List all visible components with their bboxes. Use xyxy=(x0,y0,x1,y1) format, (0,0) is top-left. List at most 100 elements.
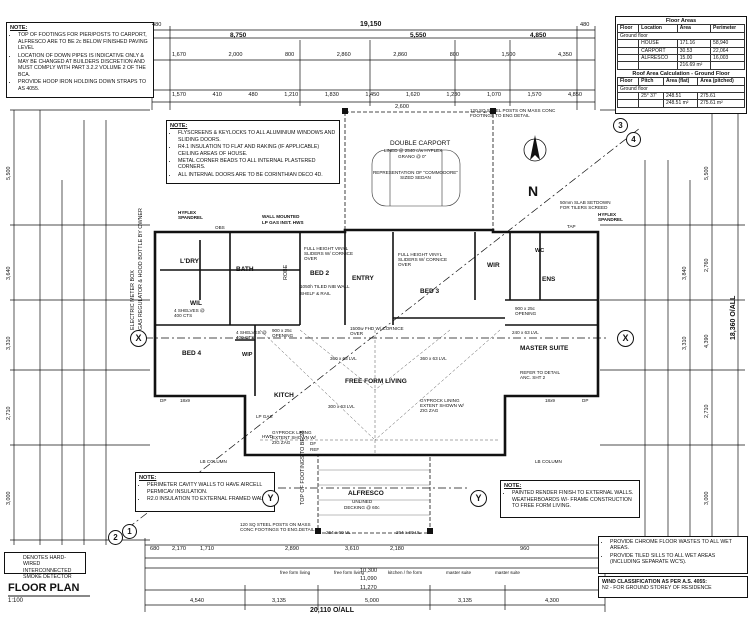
house-outer-walls xyxy=(153,228,600,457)
dim-bottom-1710: 1,710 xyxy=(200,546,214,552)
table-header: Floor xyxy=(616,24,640,33)
lp-gas-label: LP GAS xyxy=(256,414,273,419)
wall-mounted-label: WALL MOUNTED xyxy=(262,214,300,219)
render-note-item: PAINTED RENDER FINISH TO EXTERNAL WALLS.… xyxy=(512,490,636,509)
vaulted-ceiling-lines xyxy=(259,329,501,455)
chrome-note-item: PROVIDE TILED SILLS TO ALL WET AREAS (IN… xyxy=(610,553,744,566)
table-header: Area (flat) xyxy=(662,77,699,86)
ref-label: REF xyxy=(310,447,320,452)
top-note-item: PROVIDE HOOP IRON HOLDING DOWN STRAPS TO… xyxy=(18,79,150,92)
table-header: Area xyxy=(676,24,712,33)
section-marker-y-right: Y xyxy=(470,490,487,507)
hwd-label: HWD xyxy=(262,434,273,439)
car-representation-label: REPRESENTATION OF "COMMODORE" SIZED SEDA… xyxy=(372,170,458,180)
render-note-title: NOTE: xyxy=(504,483,522,489)
downpipe-left-label: DP xyxy=(160,398,167,403)
hyflex-spandrel-right: HYFLEX SPANDREL xyxy=(598,212,623,222)
chrome-note-box: PROVIDE CHROME FLOOR WASTES TO ALL WET A… xyxy=(598,536,748,574)
opening-right-label: 900 x 25c OPENING xyxy=(515,306,537,316)
window-master-label: 18x9 xyxy=(545,398,555,403)
wip-shelves-label: 4 SHELVES @ 400 CTS xyxy=(236,330,267,340)
beam-label: 360 x 63 LVL xyxy=(420,356,447,361)
roof-areas-table: Floor Pitch Area (flat) Area (pitched) G… xyxy=(616,77,745,108)
dim-right-3840: 3,840 xyxy=(682,266,688,281)
alfresco-beam-label: 264 x 60 UL xyxy=(396,530,421,535)
alfresco-outline xyxy=(317,454,431,534)
left-dimension-lines xyxy=(10,109,150,545)
dim-top-480-right: 480 xyxy=(580,22,590,28)
carport-posts xyxy=(342,108,496,114)
wind-classification-box: WIND CLASSIFICATION AS PER A.S. 4055: N2… xyxy=(598,576,748,598)
refer-detail-label: REFER TO DETAIL ANC. SHT 2 xyxy=(520,370,560,380)
smoke-detector-text: DENOTES HARD-WIRED INTERCONNECTED SMOKE … xyxy=(23,555,72,581)
room-free-form-living: FREE FORM LIVING xyxy=(345,378,407,385)
df-label: DF xyxy=(310,441,317,446)
perimeter-note-item: PERIMETER CAVITY WALLS TO HAVE AIRCELL P… xyxy=(147,482,271,495)
section-lines xyxy=(127,127,641,529)
dim-left-2710: 2,710 xyxy=(6,406,12,421)
floor-areas-table: Floor Location Area Perimeter Ground flo… xyxy=(616,24,745,70)
dim-right-4390: 4,390 xyxy=(704,334,710,349)
alfresco-decking: DECKING @ 60c xyxy=(344,505,380,510)
dim-left-5500: 5,500 xyxy=(6,166,12,181)
section-marker-x-right: X xyxy=(617,330,634,347)
dim-top-overall: 19,150 xyxy=(360,21,382,28)
section-marker-4: 4 xyxy=(626,132,641,147)
room-ensuite: ENS xyxy=(542,276,556,283)
tap-label: TAP xyxy=(567,224,576,229)
render-note-box: NOTE: PAINTED RENDER FINISH TO EXTERNAL … xyxy=(500,480,640,518)
smoke-detector-legend: DENOTES HARD-WIRED INTERCONNECTED SMOKE … xyxy=(4,552,86,580)
beam-label: 300 x 63 LVL xyxy=(328,404,355,409)
dim-bottom-3135-b: 3,135 xyxy=(458,598,472,604)
top-footings-label: TOP OF FOOTINGS TO BE 25 xyxy=(300,430,306,506)
north-arrow xyxy=(523,135,547,162)
table-group: Ground floor xyxy=(617,31,745,41)
opening-left-label: 900 x 25c OPENING xyxy=(272,328,294,338)
gas-regulator-label: GAS REGULATOR & HOOD BOTTLE BY OWNER xyxy=(138,208,144,330)
dim-top-5550: 5,550 xyxy=(410,32,427,39)
floor-plan-scale: 1:100 xyxy=(8,598,24,604)
room-alfresco: ALFRESCO xyxy=(348,490,384,497)
dim-bottom-2170: 2,170 xyxy=(172,546,186,552)
chrome-note-item: PROVIDE CHROME FLOOR WASTES TO ALL WET A… xyxy=(610,539,744,552)
wil-shelves-label: 4 SHELVES @ 400 CTS xyxy=(174,308,205,318)
table-header: Floor xyxy=(616,77,640,86)
mid-note-item: R4.1 INSULATION TO FLAT AND RAKING (IF A… xyxy=(178,144,336,157)
dim-bottom-4540: 4,540 xyxy=(190,598,204,604)
dim-row-b: 1,570 410 480 1,210 1,830 1,450 1,620 1,… xyxy=(172,92,582,98)
top-note-item: LOCATION OF DOWN PIPES IS INDICATIVE ONL… xyxy=(18,53,150,79)
dim-bottom-11090: 11,090 xyxy=(360,576,377,582)
mid-note-item: METAL CORNER BEADS TO ALL INTERNAL PLAST… xyxy=(178,158,336,171)
lb-column-left: LB COLUMN xyxy=(200,459,227,464)
section-marker-2: 2 xyxy=(108,530,123,545)
floor-plan-title: FLOOR PLAN xyxy=(8,582,80,594)
gas-hws-label: LP GAS INST. HWS xyxy=(262,220,304,225)
areas-panel: Floor Areas Floor Location Area Perimete… xyxy=(615,16,747,114)
roof-areas-title: Roof Area Calculation - Ground Floor xyxy=(632,70,730,77)
perimeter-note-item: R2.0 INSULATION TO EXTERNAL FRAMED WALLS… xyxy=(147,496,271,502)
alfresco-decking xyxy=(318,469,430,516)
alfresco-posts-label: 120 SQ STEEL POSTS ON MASS CONC FOOTINGS… xyxy=(240,522,315,532)
hyflex-spandrel-left: HYFLEX SPANDREL xyxy=(178,210,203,220)
window-bed4-label: 18x9 xyxy=(180,398,190,403)
dim-left-3640: 3,640 xyxy=(6,266,12,281)
mid-notes-title: NOTE: xyxy=(170,123,188,129)
alfresco-posts xyxy=(315,528,433,534)
slab-setdown-label: 50mm SLAB SETDOWN FOR TILERS SCREED xyxy=(560,200,611,210)
section-marker-3: 3 xyxy=(613,118,628,133)
table-row: 216.69 m² xyxy=(616,61,745,70)
beam-label: 360 x 63 LVL xyxy=(330,356,357,361)
section-marker-1: 1 xyxy=(122,524,137,539)
shelf-rail-label: SHELF & RAIL xyxy=(300,291,331,296)
room-entry: ENTRY xyxy=(352,275,374,282)
house-internal-walls xyxy=(155,232,598,396)
room-bed-2: BED 2 xyxy=(310,270,330,277)
table-header: Area (pitched) xyxy=(697,77,745,86)
carport-label: DOUBLE CARPORT xyxy=(390,140,451,147)
dim-bottom-3135-a: 3,135 xyxy=(272,598,286,604)
alfresco-beam-label: 264 x 60 UL xyxy=(326,530,351,535)
